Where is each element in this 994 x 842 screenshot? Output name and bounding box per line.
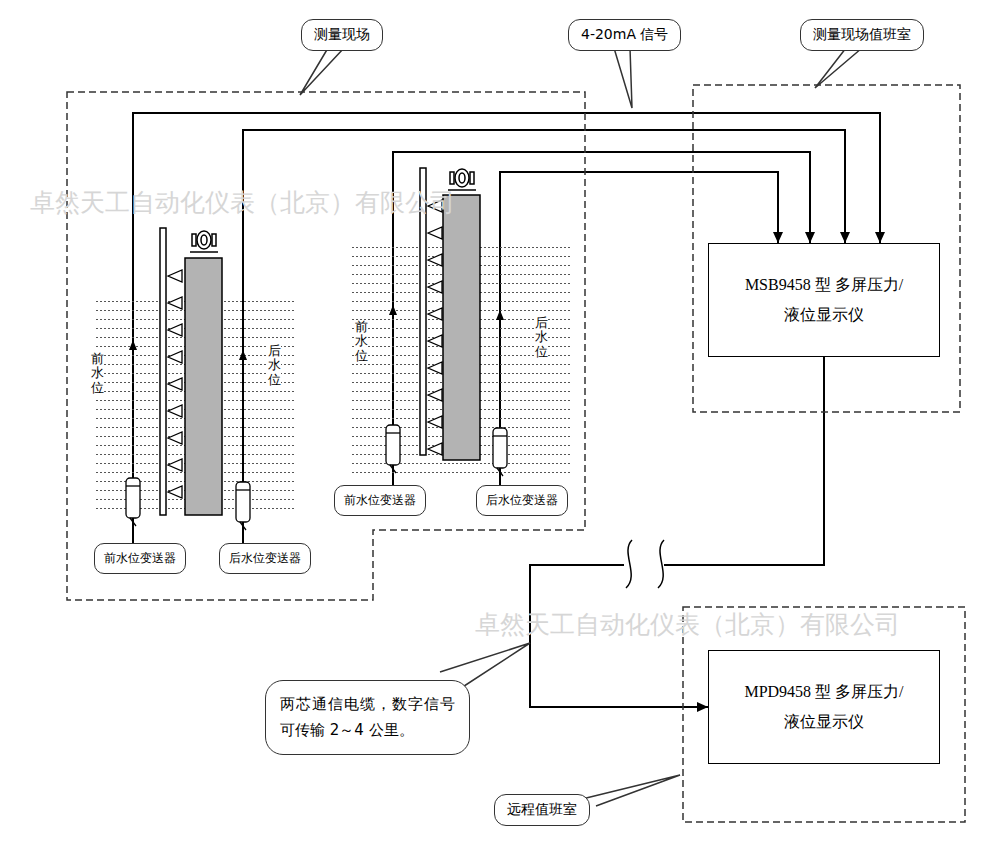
site-region [67,92,585,600]
callout-bubble: 4-20mA 信号 [568,19,681,51]
node-text: MPD9458 型 多屏压力/液位显示仪 [734,677,914,738]
gate-rail [160,228,166,515]
remote-room-region [683,607,965,822]
callout-bubble: 远程值班室 [494,794,590,826]
water-level-label: 后水位 [535,316,548,359]
water-level-label: 前水位 [355,320,368,363]
callout-bubble: 测量现场 [301,19,383,51]
node-text: 4-20mA 信号 [581,26,668,44]
gate-rollers [168,270,182,498]
transmitter [126,425,507,530]
node-text: 测量现场 [314,26,370,44]
water-level-label: 后水位 [268,344,281,387]
gate [443,195,480,460]
duty-room-region [693,85,960,412]
transmitter-label: 前水位变送器 [334,485,426,516]
hoist-symbol [448,169,476,190]
node-text: 两芯通信电缆，数字信号可传输 2～4 公里。 [280,691,455,744]
node-text: 远程值班室 [507,801,577,819]
node-text: 前水位变送器 [104,550,176,567]
callout-bubble: 两芯通信电缆，数字信号可传输 2～4 公里。 [265,680,470,755]
node-text: 后水位变送器 [229,550,301,567]
watermark: 卓然天工自动化仪表（北京）有限公司 [475,608,900,641]
gate [185,258,222,515]
callout-bubble: 测量现场值班室 [800,19,924,51]
transmitter-label: 前水位变送器 [94,543,186,574]
gate-rollers [428,200,442,455]
riser-arrows [129,305,504,360]
node-text: 测量现场值班室 [813,26,911,44]
display-box: MSB9458 型 多屏压力/液位显示仪 [708,243,940,357]
cable-break [626,540,664,588]
transmitter-label: 后水位变送器 [476,485,568,516]
water-level-label: 前水位 [91,352,104,395]
display-box: MPD9458 型 多屏压力/液位显示仪 [708,650,940,764]
hoist-symbol [190,231,218,252]
watermark: 卓然天工自动化仪表（北京）有限公司 [30,186,455,219]
node-text: 前水位变送器 [344,492,416,509]
node-text: MSB9458 型 多屏压力/液位显示仪 [734,270,914,331]
node-text: 后水位变送器 [486,492,558,509]
transmitter-label: 后水位变送器 [219,543,311,574]
